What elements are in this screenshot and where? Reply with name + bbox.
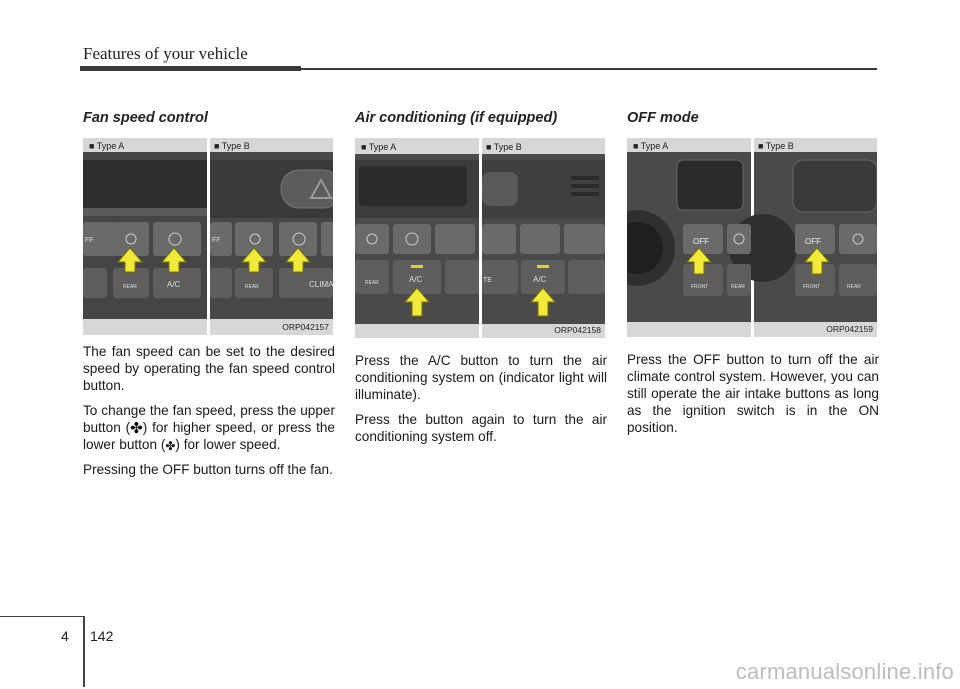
text-fragment: ) for higher speed, or press the lower b… [83,420,335,452]
panel-off-label: OFF [693,237,709,246]
chapter-number: 4 [61,628,69,644]
paragraph: The fan speed can be set to the desired … [83,344,335,393]
text-fragment: ) for lower speed. [175,437,281,452]
panel-te-label: TE [483,277,492,284]
paragraph-fan-instructions: To change the fan speed, press the upper… [83,402,335,453]
text-fragment: To change the fan speed, press the upper… [83,403,335,435]
panel-front-label-b: FRONT [803,284,820,290]
section-off-mode: OFF mode OFF OFF FRONT [627,110,879,436]
fan-low-icon: ✤ [165,439,176,453]
paragraph: Press the OFF button to turn off the air… [627,352,879,435]
panel-rear-label-b: REAR [847,284,861,290]
type-b-label: ■ Type B [214,141,250,151]
section-title: OFF mode [627,110,699,126]
fan-high-icon: ✤ [130,420,143,437]
panel-rear-label: REAR [123,284,137,290]
type-a-label: ■ Type A [89,141,125,151]
panel-rear-label-b: REAR [245,284,259,290]
page-number: 142 [90,628,114,644]
watermark: carmanualsonline.info [735,659,954,684]
paragraph: Pressing the OFF button turns off the fa… [83,462,333,477]
section-title: Fan speed control [83,110,208,126]
panel-clima-label: CLIMA [309,280,333,289]
control-panel-illustration: OFF OFF FRONT REAR FRONT REAR [627,138,877,337]
control-panel-illustration: FF FF REAR A/C REAR CLIMA [83,138,333,335]
panel-front-label: FRONT [691,284,708,290]
paragraph: Press the button again to turn the air c… [355,412,607,444]
header-rule-thick [80,66,301,71]
panel-off-label-b: OFF [805,237,821,246]
panel-off-label-b: FF [212,237,221,244]
panel-ac-label: A/C [167,280,181,289]
panel-ac-label-b: A/C [533,275,547,284]
type-b-label: ■ Type B [486,142,522,152]
header-rule-thin [301,68,877,70]
section-title: Air conditioning (if equipped) [355,110,558,126]
control-panel-illustration: REAR A/C TE A/C [355,138,605,338]
figure-code: ORP042157 [282,322,329,332]
footer-divider [83,617,85,687]
figure-air-conditioning: REAR A/C TE A/C ■ Type A ■ Type B ORP042… [355,138,605,338]
figure-code: ORP042159 [826,324,873,334]
footer-rule [0,616,85,617]
figure-code: ORP042158 [554,325,601,335]
paragraph: Press the A/C button to turn the air con… [355,353,607,402]
page-header-title: Features of your vehicle [83,44,248,63]
panel-rear-label: REAR [365,280,379,286]
type-b-label: ■ Type B [758,141,794,151]
panel-rear-label: REAR [731,284,745,290]
type-a-label: ■ Type A [361,142,397,152]
section-fan-speed: Fan speed control [83,110,335,478]
panel-off-label: FF [85,237,94,244]
figure-off-mode: OFF OFF FRONT REAR FRONT REAR ■ Type A ■… [627,138,877,337]
figure-fan-speed: FF FF REAR A/C REAR CLIMA ■ Type A ■ Typ… [83,138,333,335]
panel-ac-label: A/C [409,275,423,284]
section-air-conditioning: Air conditioning (if equipped) [355,110,607,445]
type-a-label: ■ Type A [633,141,669,151]
